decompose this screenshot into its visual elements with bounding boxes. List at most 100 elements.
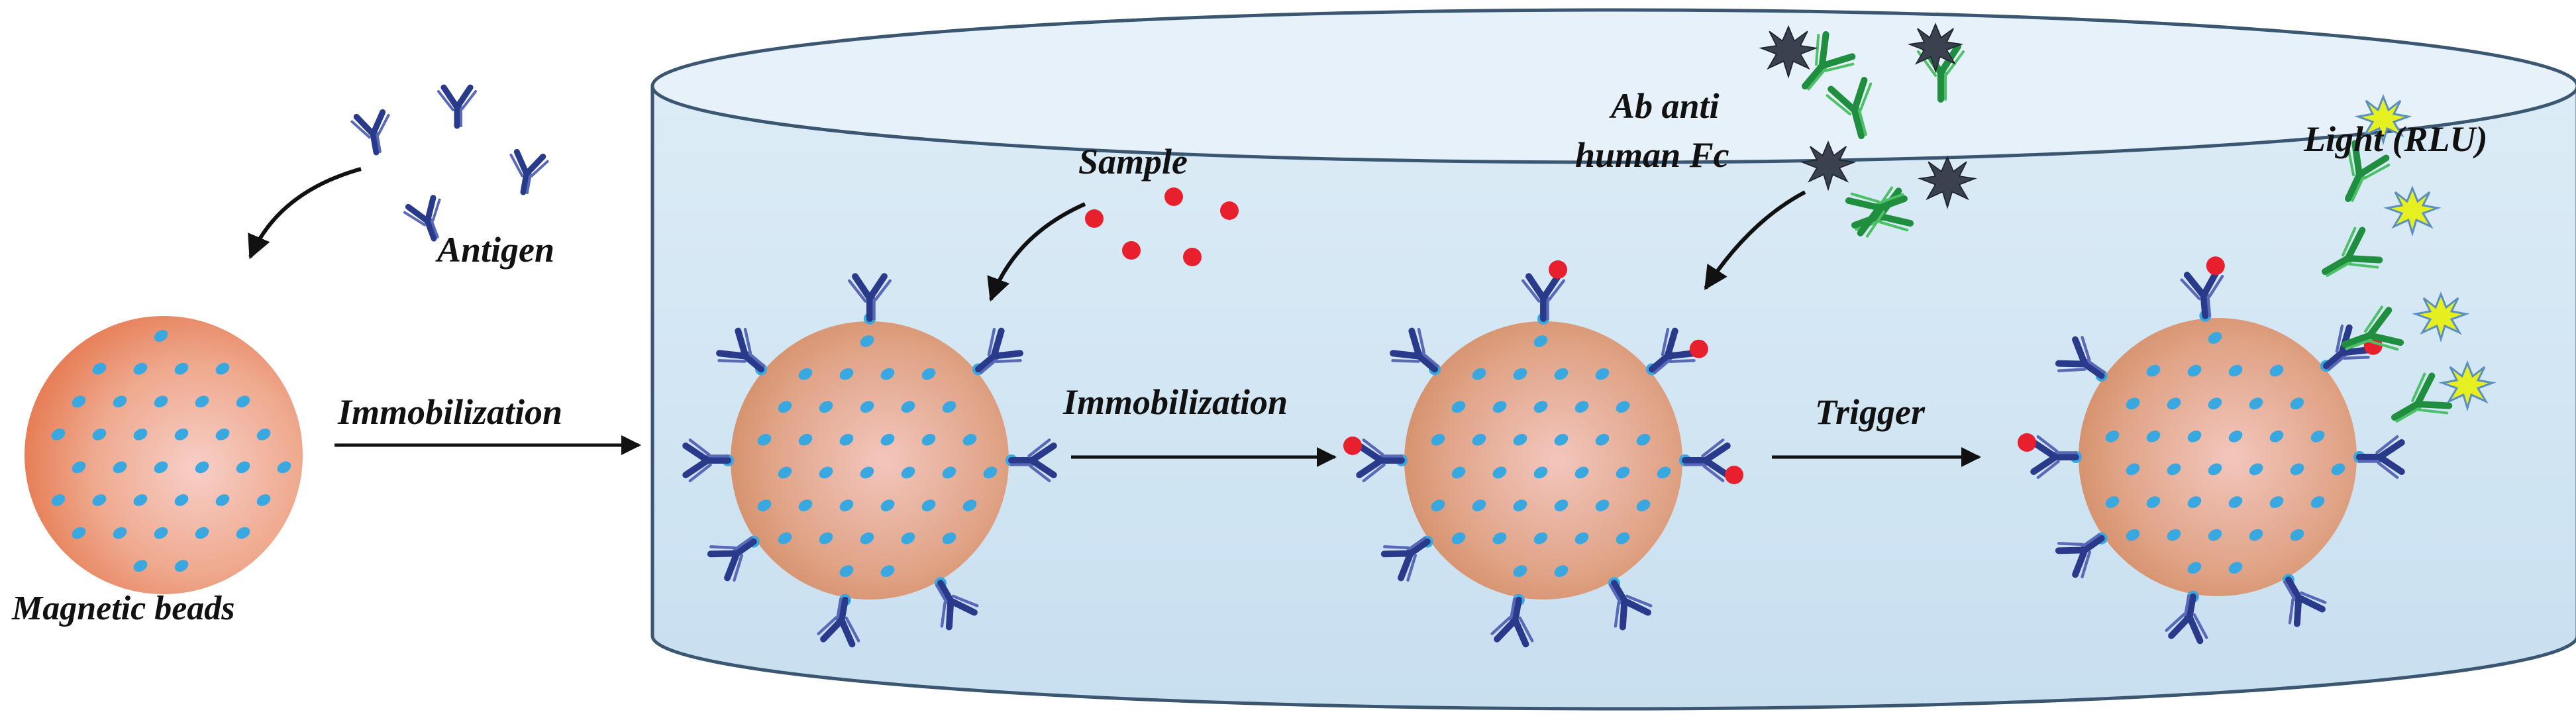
antigen-bound-bead [1343,260,1743,645]
bead-dot [860,401,874,413]
bead-dot [2167,463,2181,476]
bead-dot [154,395,168,408]
bead-dot [113,395,127,408]
bead-dot [2187,496,2202,508]
bound-antigen [1549,260,1567,279]
bead-dot [1616,401,1630,413]
bead-dot [133,494,148,506]
bead-dot [2146,496,2161,508]
antibody-coated-bead [686,276,1054,645]
bead-dot [72,527,86,539]
bead-dot [236,395,250,408]
bead-dot [2167,397,2181,410]
bead-dot [2208,397,2222,410]
bead-dot [1616,466,1630,479]
bead-dot [1513,565,1527,578]
bead-dot [1451,401,1466,413]
bead-dot [256,494,271,506]
bead-dot [1574,466,1589,479]
bead-dot [2269,364,2284,377]
bead-dot [174,428,189,441]
bead-dot [1513,499,1527,511]
bead-dot [1636,499,1651,511]
bead-dot [154,527,168,539]
bead-dot [1472,433,1486,446]
bead-dot [2146,364,2161,377]
bead-dot [2208,332,2222,344]
bead-dot [880,499,895,511]
bead-dot [860,532,874,545]
bead-dot [2228,430,2243,442]
bead-dot [2105,496,2120,508]
bead-dot [880,565,895,578]
ab-anti-label-line1: Ab anti [1609,86,1720,126]
magnetic-bead [25,316,303,594]
bead-dot [942,401,956,413]
bead-dot [1533,335,1548,347]
magnetic-beads-label: Magnetic beads [11,590,235,627]
bead-dot [2290,529,2304,541]
bead-dot [819,401,833,413]
bead-dot [839,433,854,446]
immobilization-label-2: Immobilization [1062,382,1288,422]
sample-label: Sample [1078,142,1188,182]
bead-dot [901,401,915,413]
bead-dot [92,494,107,506]
bead-dot [1451,532,1466,545]
bead-dot [174,560,189,572]
curved-arrow-ab-anti [1704,190,1806,291]
bead-dot [1595,368,1610,380]
bead-dot [819,466,833,479]
bead-dot [1533,532,1548,545]
bead-dot [174,494,189,506]
bead-dot [154,330,168,342]
bead-dot [2290,397,2304,410]
bead-dot [215,428,230,441]
bead-dot [778,401,792,413]
bead-dot [839,565,854,578]
bead-dot [860,466,874,479]
bead-dot [2228,496,2243,508]
bead-dot [2167,529,2181,541]
bead-dot [2310,496,2325,508]
bead-dot [2228,562,2243,574]
curved-arrow-sample [987,202,1086,302]
bead-dot [2187,430,2202,442]
bead-dot [1431,499,1445,511]
bead-dot [256,428,271,441]
bead-dot [778,466,792,479]
bead-dot [1595,499,1610,511]
bead-dot [983,466,998,479]
bead-dot [2105,430,2120,442]
bead-dot [2146,430,2161,442]
bead-dot [798,368,813,380]
bead-dot [133,560,148,572]
bead-dot [2208,529,2222,541]
bead-dot [215,494,230,506]
light-emitting-bead [2018,256,2402,642]
bound-antigen [2206,256,2225,276]
bead-dot [174,362,189,375]
sample-antigens [1085,187,1239,266]
ab-anti-label-line2: human Fc [1575,135,1729,175]
bead-dot [778,532,792,545]
bead-dot [72,395,86,408]
bead-dot [942,532,956,545]
bead-dot [2187,562,2202,574]
bead-dot [819,532,833,545]
bead-dot [757,433,772,446]
bead-dot [133,428,148,441]
bead-dot [1431,433,1445,446]
bead-dot [921,433,936,446]
bead-dot [860,335,874,347]
bead-dot [1574,401,1589,413]
bead-dot [2310,430,2325,442]
curved-arrow-antigen [248,167,362,260]
bead-dot [1554,499,1569,511]
bead-dot [72,461,86,474]
bead-dot [195,395,209,408]
bead-dot [1533,401,1548,413]
bead-dot [2269,430,2284,442]
bead-dot [2126,463,2140,476]
